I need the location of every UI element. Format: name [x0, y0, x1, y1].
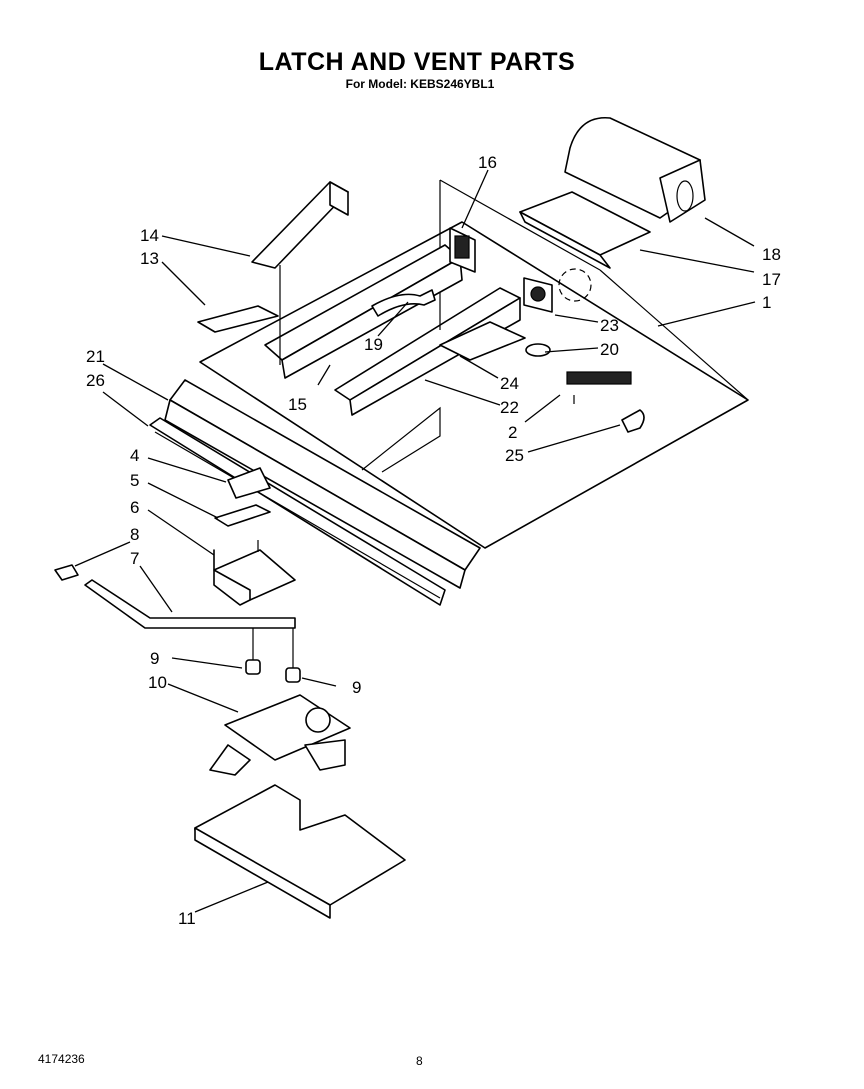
spacer-part-9 — [245, 628, 301, 683]
callout-21: 21 — [86, 347, 105, 366]
latch-link-part-7 — [84, 579, 296, 629]
callout-23: 23 — [600, 316, 619, 335]
knob-part-8 — [54, 564, 79, 581]
vent-fitting-part-23 — [523, 268, 592, 313]
callout-25: 25 — [505, 446, 524, 465]
clamp-part-25 — [621, 409, 645, 433]
callout-18: 18 — [762, 245, 781, 264]
callout-5: 5 — [130, 471, 139, 490]
callout-1: 1 — [762, 293, 771, 312]
grommet-part-16 — [449, 227, 476, 273]
callout-6: 6 — [130, 498, 139, 517]
callout-4: 4 — [130, 446, 139, 465]
terminal-block-part-2 — [566, 371, 632, 404]
vent-duct-parts — [264, 244, 526, 416]
document-number: 4174236 — [38, 1052, 85, 1066]
leader-lines — [74, 169, 756, 913]
bottom-plate-part-11 — [194, 784, 406, 919]
insulator-part-5 — [214, 504, 271, 527]
mounting-plate-part-17 — [519, 191, 651, 269]
bracket-part-14 — [251, 181, 349, 269]
clip-part-20 — [525, 343, 551, 357]
latch-assembly-part-10 — [209, 694, 351, 776]
callout-8: 8 — [130, 525, 139, 544]
callout-9-left: 9 — [150, 649, 159, 668]
callout-11: 11 — [178, 909, 196, 928]
callout-22: 22 — [500, 398, 519, 417]
model-subtitle: For Model: KEBS246YBL1 — [345, 77, 495, 91]
switch-bracket-part-6 — [213, 540, 296, 606]
callout-9-right: 9 — [352, 678, 361, 697]
fan-motor-part-18 — [564, 117, 706, 223]
callout-7: 7 — [130, 549, 139, 568]
callout-26: 26 — [86, 371, 105, 390]
callout-13: 13 — [140, 249, 159, 268]
page-number: 8 — [416, 1054, 423, 1068]
callout-16: 16 — [478, 153, 497, 172]
callout-15: 15 — [288, 395, 307, 414]
page-title: LATCH AND VENT PARTS — [258, 48, 576, 76]
switch-part-4 — [227, 467, 271, 499]
front-rail-part — [149, 379, 481, 606]
callout-10: 10 — [148, 673, 167, 692]
bracket-part-13 — [197, 305, 279, 333]
callout-17: 17 — [762, 270, 781, 289]
tube-part-19 — [371, 289, 436, 317]
callout-14: 14 — [140, 226, 159, 245]
callout-20: 20 — [600, 340, 619, 359]
callout-19: 19 — [364, 335, 383, 354]
callout-2: 2 — [508, 423, 517, 442]
callout-24: 24 — [500, 374, 519, 393]
top-panel-part — [199, 179, 749, 549]
